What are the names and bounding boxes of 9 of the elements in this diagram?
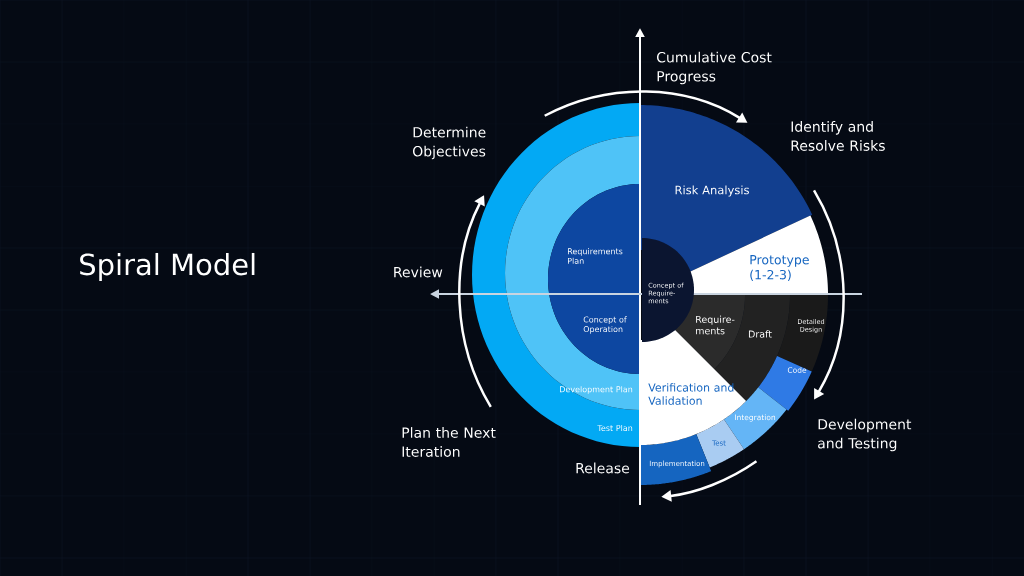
- spiral-segment: Concept of Operation: [548, 279, 640, 374]
- spiral-segment: Requirements Plan: [548, 184, 640, 279]
- phase-label: Development and Testing: [818, 418, 912, 452]
- phase-label: Review: [394, 266, 443, 278]
- node-label: Requirements Plan: [567, 248, 623, 264]
- title: Spiral Model: [80, 252, 255, 282]
- phase-label: Cumulative Cost Progress: [657, 51, 772, 85]
- node-label: Concept of Operation: [583, 316, 627, 334]
- phase-label: Release: [576, 462, 630, 474]
